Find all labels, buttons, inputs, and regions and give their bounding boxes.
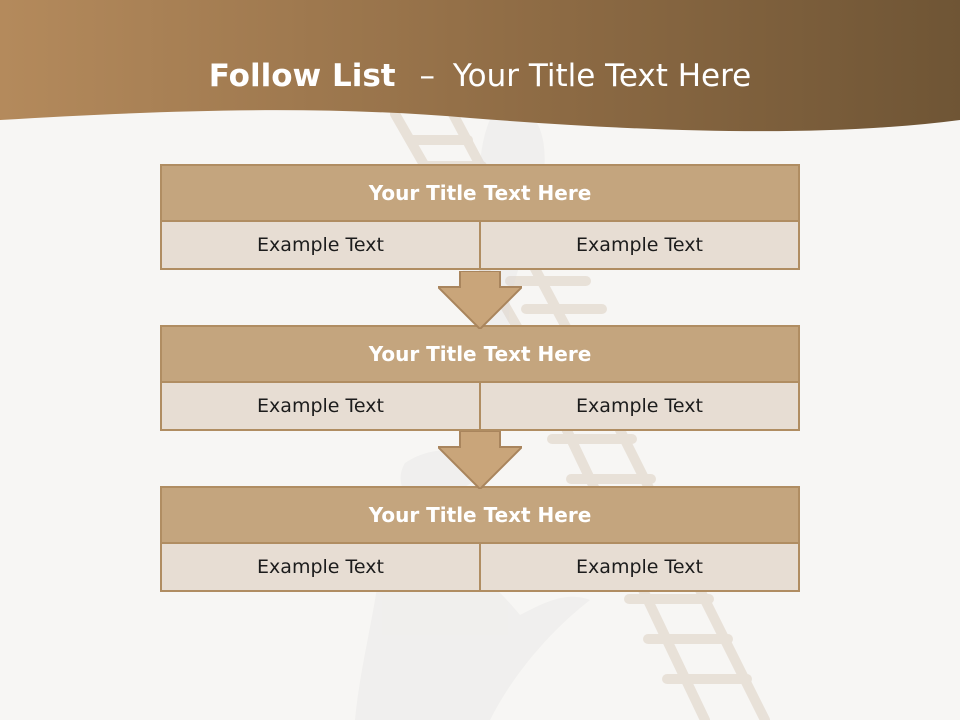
block-cell-right: Example Text (481, 220, 800, 270)
block-cell-left: Example Text (160, 220, 481, 270)
down-arrow-icon (438, 431, 522, 489)
block-cell-left: Example Text (160, 542, 481, 592)
list-block-3: Your Title Text Here Example Text Exampl… (160, 486, 800, 592)
block-title: Your Title Text Here (160, 164, 800, 222)
slide-title-separator: – (419, 58, 435, 94)
block-row: Example Text Example Text (160, 220, 800, 270)
block-cell-right: Example Text (481, 542, 800, 592)
list-block-1: Your Title Text Here Example Text Exampl… (160, 164, 800, 270)
slide-title-main: Follow List (208, 58, 396, 94)
slide-title: Follow List – Your Title Text Here (0, 56, 960, 96)
block-title: Your Title Text Here (160, 486, 800, 544)
down-arrow-icon (438, 271, 522, 329)
block-cell-left: Example Text (160, 381, 481, 431)
list-block-2: Your Title Text Here Example Text Exampl… (160, 325, 800, 431)
slide-title-sub: Your Title Text Here (452, 58, 752, 94)
block-row: Example Text Example Text (160, 381, 800, 431)
block-row: Example Text Example Text (160, 542, 800, 592)
block-title: Your Title Text Here (160, 325, 800, 383)
block-cell-right: Example Text (481, 381, 800, 431)
